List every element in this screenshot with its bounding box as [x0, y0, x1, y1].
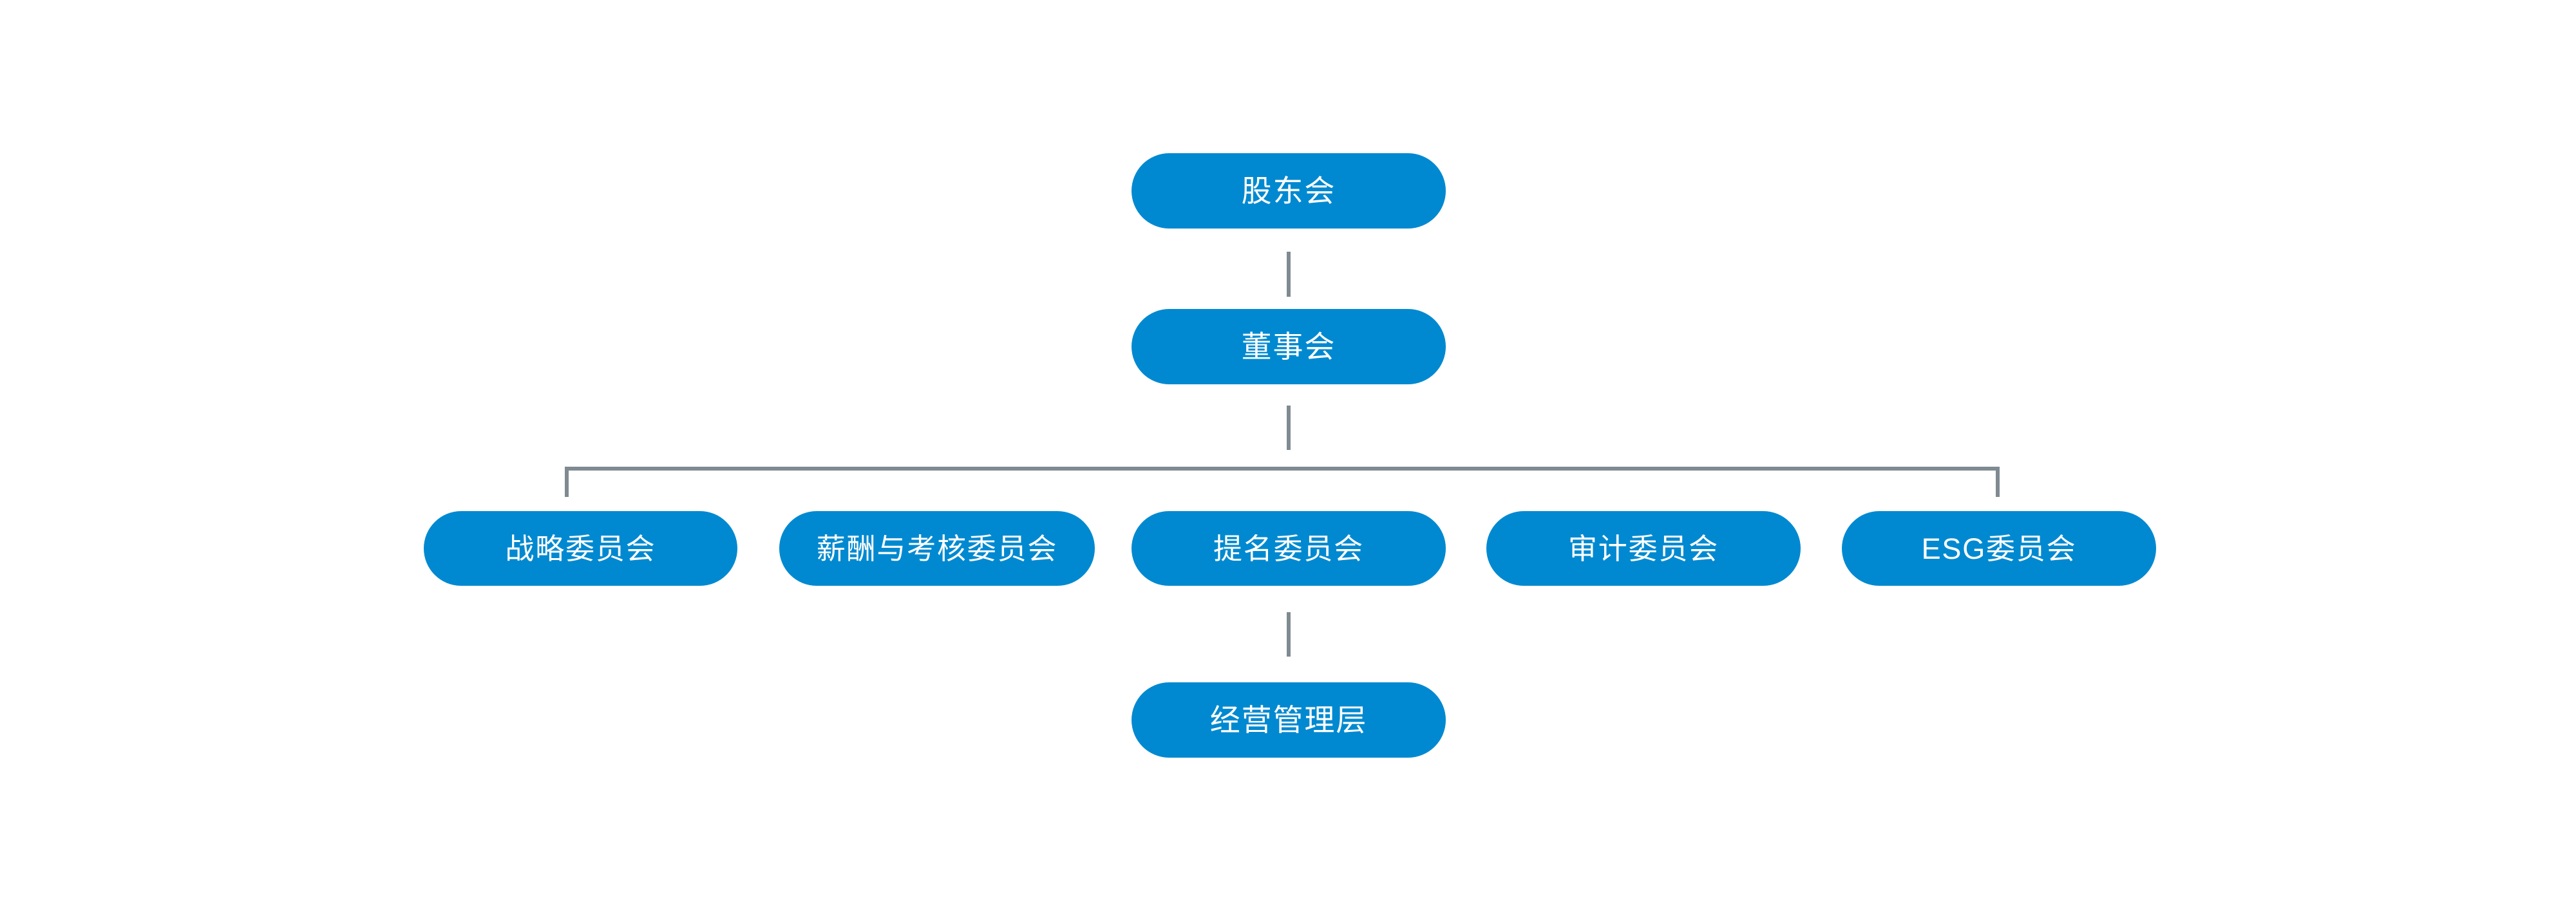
org-node-board[interactable]: 董事会	[1132, 309, 1446, 384]
org-node-nomination-committee[interactable]: 提名委员会	[1132, 511, 1446, 586]
org-node-label: 股东会	[1241, 174, 1336, 208]
org-node-label: 审计委员会	[1567, 532, 1719, 565]
org-node-label: 经营管理层	[1209, 703, 1368, 737]
org-node-audit-committee[interactable]: 审计委员会	[1486, 511, 1801, 586]
org-node-label: ESG委员会	[1921, 532, 2077, 565]
org-node-shareholders[interactable]: 股东会	[1132, 153, 1446, 229]
org-node-label: 提名委员会	[1213, 532, 1364, 565]
org-node-remuneration-committee[interactable]: 薪酬与考核委员会	[779, 511, 1095, 586]
org-node-management[interactable]: 经营管理层	[1132, 682, 1446, 758]
org-node-label: 战略委员会	[505, 532, 656, 565]
org-node-esg-committee[interactable]: ESG委员会	[1842, 511, 2156, 586]
org-node-strategy-committee[interactable]: 战略委员会	[424, 511, 737, 586]
org-node-label: 薪酬与考核委员会	[816, 532, 1058, 565]
org-node-label: 董事会	[1241, 330, 1336, 364]
